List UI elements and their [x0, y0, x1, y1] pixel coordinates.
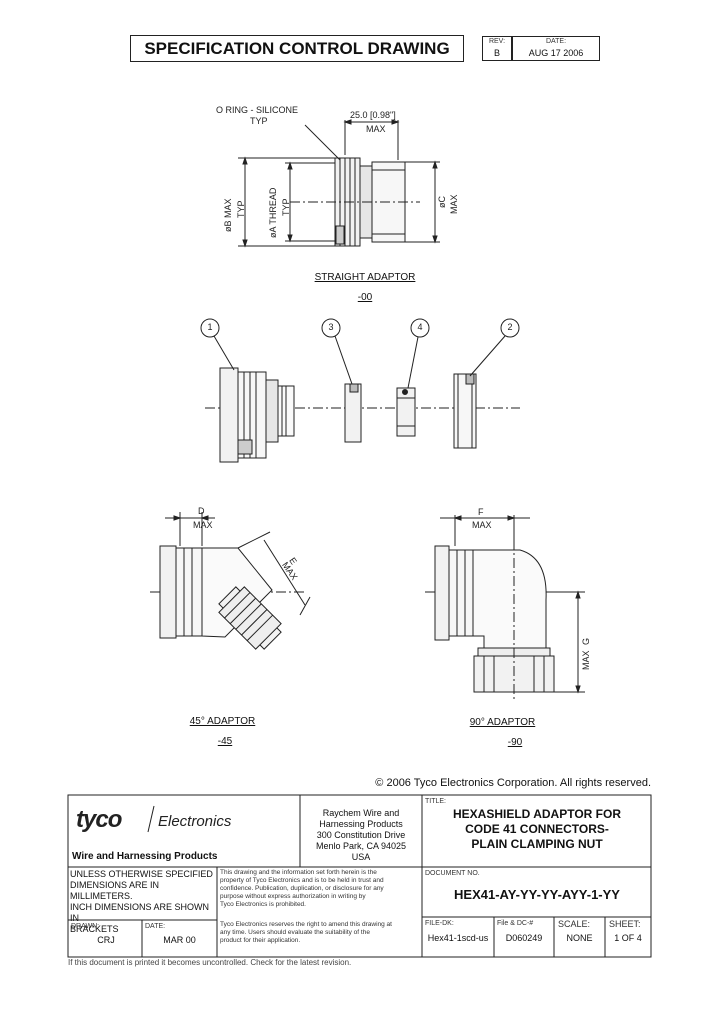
prop-note-line: Tyco Electronics is prohibited.	[220, 901, 306, 908]
drawing-part-title: HEXASHIELD ADAPTOR FOR CODE 41 CONNECTOR…	[424, 807, 650, 852]
dim-a-label: øA THREAD	[268, 187, 278, 238]
dcr-value: D060249	[505, 933, 543, 943]
oring-typ: TYP	[250, 116, 268, 126]
prop-note-line: confidence. Publication, duplication, or…	[220, 885, 384, 892]
address-line: Raychem Wire and	[322, 808, 400, 818]
rights-note: Tyco Electronics reserves the right to a…	[220, 921, 420, 945]
dim-f-label: F	[478, 507, 484, 517]
file-value: Hex41-1scd-us	[427, 933, 489, 943]
units-note-line: BRACKETS	[70, 924, 119, 934]
units-note: UNLESS OTHERWISE SPECIFIED DIMENSIONS AR…	[70, 869, 216, 935]
sheet-value: 1 OF 4	[614, 933, 642, 943]
title-line: PLAIN CLAMPING NUT	[471, 837, 603, 851]
copyright: © 2006 Tyco Electronics Corporation. All…	[375, 777, 651, 789]
electronics-logo: Electronics	[158, 813, 232, 830]
dim-g-max: MAX	[581, 650, 591, 670]
balloon-1: 1	[207, 322, 213, 332]
dim-f-max: MAX	[472, 520, 492, 530]
date-label: DATE:	[545, 38, 567, 45]
adaptor-90-drawing	[425, 515, 585, 700]
adaptor-45-caption: 45° ADAPTOR	[189, 716, 256, 727]
proprietary-note: This drawing and the information set for…	[220, 869, 420, 909]
adaptor-45-drawing	[150, 512, 311, 650]
units-note-line: DIMENSIONS ARE IN	[70, 880, 160, 890]
rev-label: REV:	[488, 38, 506, 45]
exploded-view-drawing	[200, 318, 520, 463]
dim-c-label: øC	[437, 196, 447, 208]
straight-adaptor-drawing	[238, 119, 440, 248]
balloon-4: 4	[417, 322, 423, 332]
title-line: CODE 41 CONNECTORS-	[465, 822, 609, 836]
sheet-label: SHEET:	[609, 919, 641, 929]
tb-date-value: MAR 00	[163, 935, 196, 945]
file-label: FILE-DK:	[425, 920, 454, 927]
drawn-value: CRJ	[97, 935, 115, 945]
adaptor-45-suffix: -45	[217, 736, 233, 747]
straight-caption: STRAIGHT ADAPTOR	[314, 272, 416, 283]
scale-value: NONE	[566, 933, 593, 943]
prop-note-line: purpose without express authorization in…	[220, 893, 366, 900]
balloon-2: 2	[507, 322, 513, 332]
address-line: 300 Constitution Drive	[316, 830, 406, 840]
units-note-line: MILLIMETERS.	[70, 891, 133, 901]
document-number: HEX41-AY-YY-YY-AYY-1-YY	[454, 887, 620, 902]
drawn-label: DRAWN:	[71, 923, 100, 930]
oring-label: O RING - SILICONE	[216, 105, 299, 115]
title-block-grid	[67, 794, 652, 958]
rights-note-line: any time. Users should evaluate the suit…	[220, 929, 370, 936]
balloon-3: 3	[328, 322, 334, 332]
address-line: Menlo Park, CA 94025	[315, 841, 407, 851]
prop-note-line: property of Tyco Electronics and is to b…	[220, 877, 384, 884]
dim-b-label: øB MAX	[223, 198, 233, 232]
title-line: HEXASHIELD ADAPTOR FOR	[452, 807, 621, 821]
division-name: Wire and Harnessing Products	[72, 851, 218, 862]
straight-suffix: -00	[357, 292, 373, 303]
document-number-label: DOCUMENT NO.	[425, 870, 480, 877]
adaptor-90-caption: 90° ADAPTOR	[469, 717, 536, 728]
prop-note-line: This drawing and the information set for…	[220, 869, 377, 876]
units-note-line: UNLESS OTHERWISE SPECIFIED	[70, 869, 213, 879]
rights-note-line: product for their application.	[220, 937, 301, 944]
rights-note-line: Tyco Electronics reserves the right to a…	[220, 921, 392, 928]
footer-note: If this document is printed it becomes u…	[68, 958, 352, 967]
company-address: Raychem Wire and Harnessing Products 300…	[302, 808, 420, 863]
address-line: USA	[351, 852, 371, 862]
adaptor-90-suffix: -90	[507, 737, 523, 748]
dim-d-max: MAX	[193, 520, 213, 530]
address-line: Harnessing Products	[319, 819, 403, 829]
dim-b-typ: TYP	[236, 200, 246, 218]
dcr-label: File & DC-#	[497, 920, 534, 927]
drawing-title: SPECIFICATION CONTROL DRAWING	[130, 35, 464, 62]
units-note-line: INCH DIMENSIONS ARE SHOWN IN	[70, 902, 210, 923]
dim-d-label: D	[198, 506, 205, 516]
dim-g-label: G	[581, 637, 591, 645]
revision-box: REV: B	[482, 36, 512, 61]
length-dim-max: MAX	[366, 124, 386, 134]
date-value: AUG 17 2006	[528, 48, 584, 58]
title-label: TITLE:	[425, 798, 447, 805]
dim-a-typ: TYP	[281, 198, 291, 216]
tyco-logo: tyco	[76, 806, 122, 833]
rev-value: B	[493, 48, 500, 58]
tb-date-label: DATE:	[145, 923, 166, 930]
dim-c-max: MAX	[449, 194, 459, 214]
length-dim: 25.0 [0.98"]	[350, 110, 396, 120]
date-box: DATE: AUG 17 2006	[512, 36, 600, 61]
scale-label: SCALE:	[558, 919, 591, 929]
